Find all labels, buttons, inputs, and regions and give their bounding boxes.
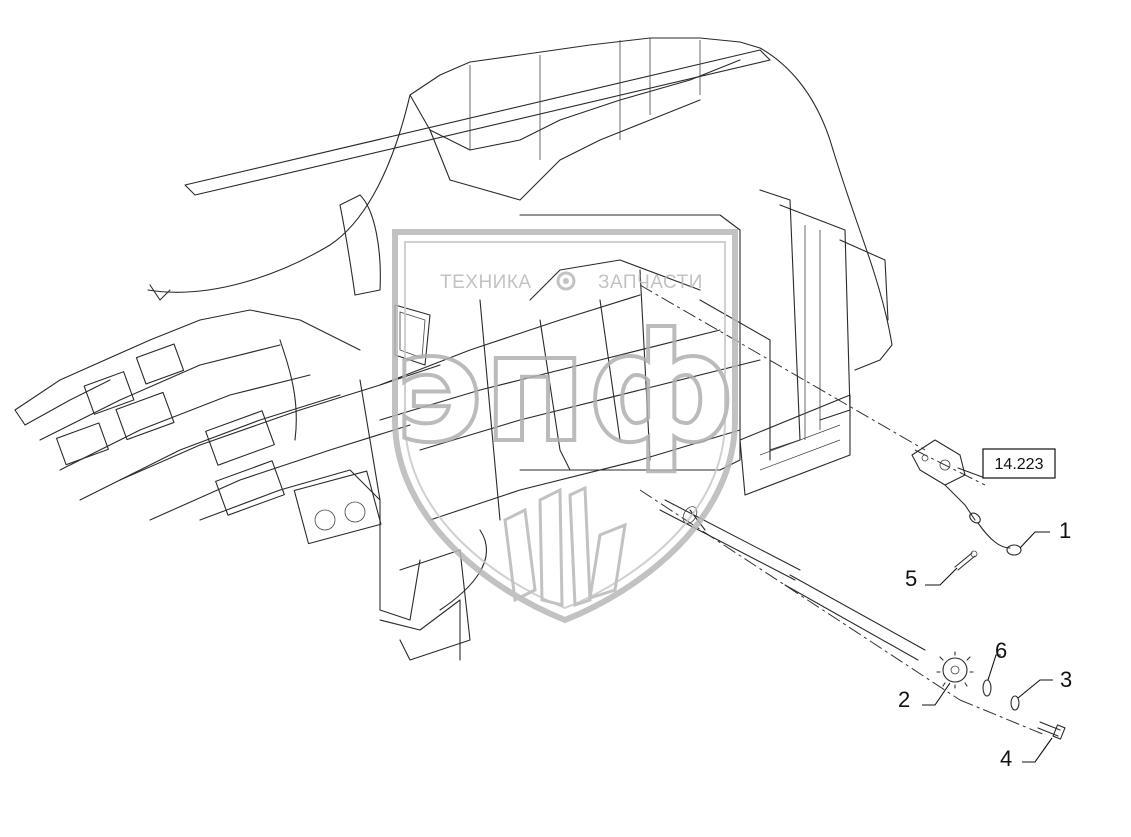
machine-body [147,37,893,496]
callout-1[interactable]: 1 [1059,518,1071,543]
callout-6[interactable]: 6 [995,638,1007,663]
part-4-bolt [1037,721,1066,740]
part-2-sprocket [936,651,974,689]
gear-icon [556,271,576,291]
watermark-bars [503,485,627,608]
watermark-brand-left: ТЕХНИКА [440,272,532,293]
watermark-monogram: эпф [394,302,735,476]
chassis-frame [14,259,761,661]
watermark: ТЕХНИКА ЗАПЧАСТИ эпф [392,229,738,624]
part-3-washer [1010,695,1020,711]
reference-box[interactable]: 14.223 [982,448,1056,479]
part-1-speed-sensor [944,484,1022,556]
callout-leaders [922,531,1053,763]
callout-5[interactable]: 5 [905,566,917,591]
callout-3[interactable]: 3 [1060,667,1072,692]
part-6-spacer [982,679,992,697]
callout-4[interactable]: 4 [1000,746,1012,771]
part-5-pin [954,550,978,571]
watermark-brand-right: ЗАПЧАСТИ [598,272,703,293]
callout-numbers: 1 2 3 4 5 6 [898,518,1072,771]
reference-label: 14.223 [995,456,1044,473]
sensor-bracket [911,439,986,486]
callout-2[interactable]: 2 [898,687,910,712]
